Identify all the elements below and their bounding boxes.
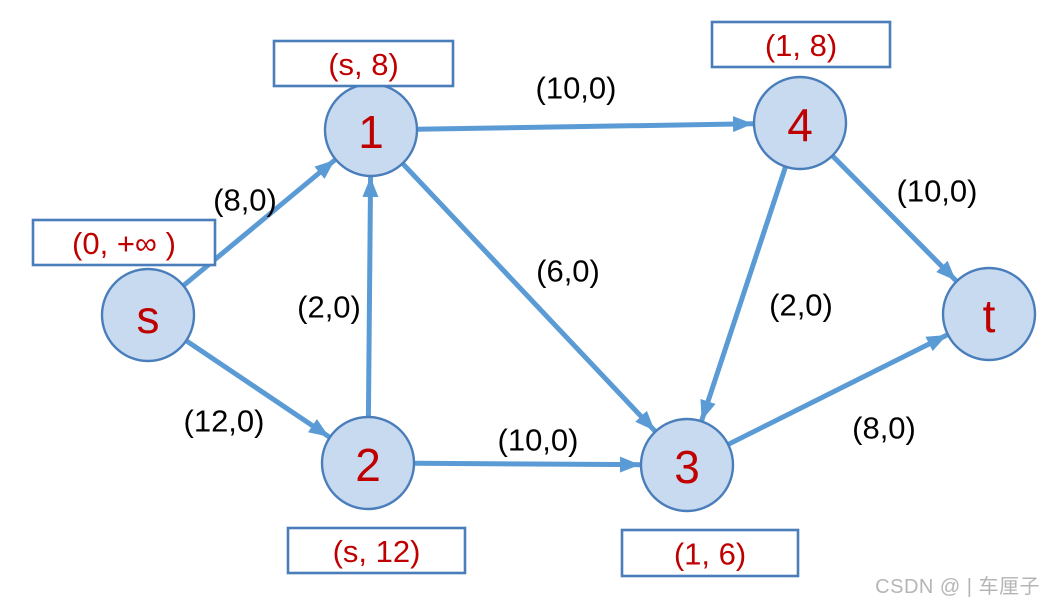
annotation-box-1 bbox=[272, 39, 455, 88]
annotation-label-1: (s, 8) bbox=[328, 47, 399, 82]
node-2 bbox=[320, 415, 416, 511]
annotation-box-2 bbox=[286, 526, 467, 575]
edge-1-3 bbox=[400, 161, 657, 433]
edge-1-4-label: (10,0) bbox=[536, 71, 617, 106]
edge-1-3-label: (6,0) bbox=[536, 254, 600, 289]
edge-1-4 bbox=[416, 116, 754, 133]
edge-s-2-label: (12,0) bbox=[184, 404, 265, 439]
node-4-label: 4 bbox=[787, 99, 813, 151]
edge-4-t-label: (10,0) bbox=[897, 174, 978, 209]
edge-s-1-label: (8,0) bbox=[213, 183, 277, 218]
node-3 bbox=[639, 417, 735, 513]
edge-4-t bbox=[830, 153, 958, 283]
node-t bbox=[941, 266, 1037, 362]
edge-3-t-label: (8,0) bbox=[852, 411, 916, 446]
annotation-label-s: (0, +∞ ) bbox=[72, 226, 176, 261]
edge-2-3 bbox=[413, 456, 641, 473]
edge-4-3-label: (2,0) bbox=[769, 288, 833, 323]
node-3-label: 3 bbox=[674, 441, 700, 493]
edge-4-3 bbox=[699, 165, 788, 422]
edge-2-1-label: (2,0) bbox=[297, 290, 361, 325]
node-s-label: s bbox=[137, 291, 160, 343]
node-2-label: 2 bbox=[355, 439, 381, 491]
node-1-label: 1 bbox=[358, 106, 384, 158]
csdn-watermark: CSDN @ | 车厘子 bbox=[875, 576, 1040, 598]
annotation-box-s bbox=[31, 218, 217, 267]
node-4 bbox=[752, 75, 848, 171]
annotation-label-2: (s, 12) bbox=[333, 534, 421, 569]
edge-2-1 bbox=[362, 176, 379, 418]
edge-2-3-label: (10,0) bbox=[498, 423, 579, 458]
node-s bbox=[100, 267, 196, 363]
edge-3-t bbox=[727, 332, 949, 447]
node-t-label: t bbox=[983, 290, 996, 342]
annotation-box-3 bbox=[620, 528, 800, 578]
annotation-label-3: (1, 6) bbox=[674, 537, 746, 572]
annotation-box-4 bbox=[710, 20, 892, 69]
annotation-label-4: (1, 8) bbox=[765, 28, 837, 63]
edge-s-2 bbox=[184, 338, 331, 439]
